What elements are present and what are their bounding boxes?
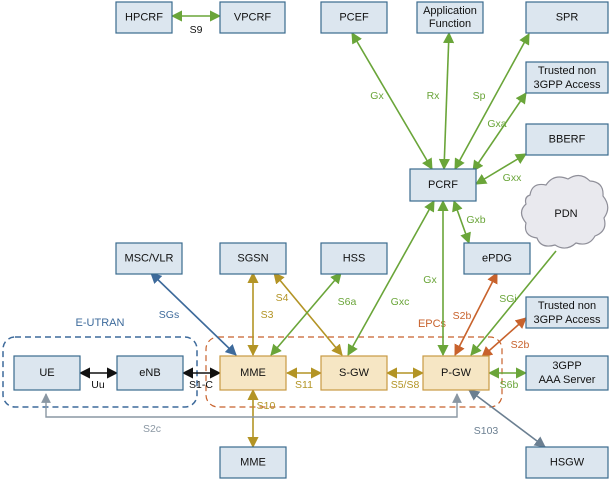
label-s4: S4	[276, 292, 289, 304]
label-gxc: Gxc	[391, 296, 410, 308]
label-gx-pcef: Gx	[370, 90, 384, 102]
node-spr-label: SPR	[556, 11, 579, 23]
node-mme-peer-label: MME	[240, 456, 266, 468]
label-s6a: S6a	[338, 296, 357, 308]
node-pcef: PCEF	[320, 1, 388, 34]
node-trusted-non3gpp-top: Trusted non 3GPP Access	[525, 61, 609, 94]
node-pgw: P-GW	[422, 355, 490, 391]
label-s5s8: S5/S8	[391, 379, 420, 391]
edge-s2b-epdg	[454, 272, 498, 356]
node-application-function-line2: Function	[429, 18, 471, 30]
label-s103: S103	[474, 425, 499, 437]
edge-rx	[438, 31, 455, 171]
node-epdg-label: ePDG	[482, 252, 512, 264]
node-pcrf: PCRF	[409, 168, 477, 202]
pdn-cloud: PDN	[520, 174, 609, 249]
label-s9: S9	[190, 24, 203, 36]
node-hpcrf: HPCRF	[115, 1, 173, 34]
interface-labels: S9 Gx Rx Sp Gxa Gxx Gxb Gx Gxc SGs S3 S4…	[91, 24, 529, 437]
label-s1c: S1-C	[189, 379, 213, 391]
label-gx-pgw: Gx	[423, 274, 437, 286]
pdn-cloud-label: PDN	[554, 208, 577, 220]
edge-gxc	[347, 200, 435, 356]
edge-gx-pcef	[351, 32, 433, 170]
label-s11: S11	[295, 379, 313, 391]
label-gxb: Gxb	[466, 214, 485, 226]
node-trusted-non3gpp-top-line2: 3GPP Access	[533, 79, 601, 91]
node-msc-vlr: MSC/VLR	[115, 242, 183, 275]
node-sgw: S-GW	[320, 355, 388, 391]
label-sgs: SGs	[159, 309, 179, 321]
interface-lines	[41, 10, 557, 449]
node-hpcrf-label: HPCRF	[125, 11, 163, 23]
label-sp: Sp	[473, 90, 486, 102]
edge-s4	[273, 272, 343, 356]
edge-sp	[454, 33, 530, 170]
node-mme-label: MME	[240, 367, 266, 379]
label-s3: S3	[261, 309, 274, 321]
node-bberf: BBERF	[525, 123, 609, 156]
node-application-function-line1: Application	[423, 5, 477, 17]
node-3gpp-aaa-server-line1: 3GPP	[552, 360, 581, 372]
node-mme-peer: MME	[219, 446, 287, 479]
edge-gxb	[452, 199, 471, 245]
node-enb: eNB	[116, 355, 184, 391]
edge-sgs	[150, 272, 237, 356]
node-3gpp-aaa-server: 3GPP AAA Server	[525, 355, 609, 391]
node-epdg: ePDG	[463, 242, 531, 275]
label-gxx: Gxx	[503, 172, 522, 184]
label-s2b-epdg: S2b	[453, 310, 472, 322]
node-bberf-label: BBERF	[549, 133, 586, 145]
eutran-region-label: E-UTRAN	[76, 317, 125, 329]
node-ue-label: UE	[39, 367, 54, 379]
edge-s6a	[270, 272, 342, 356]
label-s2b-trusted: S2b	[511, 339, 530, 351]
node-enb-label: eNB	[139, 367, 160, 379]
node-pcef-label: PCEF	[339, 11, 369, 23]
label-s2c: S2c	[143, 423, 161, 435]
node-ue: UE	[13, 355, 81, 391]
node-sgw-label: S-GW	[339, 367, 370, 379]
node-trusted-non3gpp-bottom: Trusted non 3GPP Access	[525, 296, 609, 329]
node-trusted-non3gpp-top-line1: Trusted non	[538, 65, 596, 77]
node-vpcrf-label: VPCRF	[234, 11, 272, 23]
label-uu: Uu	[91, 379, 105, 391]
node-hsgw: HSGW	[525, 446, 609, 479]
label-sgi: SGi	[499, 293, 517, 305]
node-hss-label: HSS	[343, 252, 366, 264]
node-msc-vlr-label: MSC/VLR	[125, 252, 174, 264]
node-3gpp-aaa-server-line2: AAA Server	[539, 374, 596, 386]
label-s6b: S6b	[500, 379, 519, 391]
label-s10: S10	[257, 400, 276, 412]
node-pcrf-label: PCRF	[428, 179, 458, 191]
node-vpcrf: VPCRF	[219, 1, 286, 34]
edge-s2b-trusted	[481, 317, 527, 358]
node-hss: HSS	[320, 242, 388, 275]
edge-s2c	[41, 393, 462, 418]
node-spr: SPR	[525, 1, 609, 34]
node-application-function: Application Function	[416, 1, 484, 34]
label-gxa: Gxa	[487, 118, 506, 130]
node-trusted-non3gpp-bottom-line1: Trusted non	[538, 300, 596, 312]
edge-gxx	[475, 153, 527, 185]
node-hsgw-label: HSGW	[550, 456, 585, 468]
node-sgsn-label: SGSN	[237, 252, 268, 264]
node-sgsn: SGSN	[219, 242, 287, 275]
node-trusted-non3gpp-bottom-line2: 3GPP Access	[533, 314, 601, 326]
label-rx: Rx	[427, 90, 441, 102]
node-mme: MME	[219, 355, 287, 391]
edge-s103	[468, 389, 546, 448]
node-pgw-label: P-GW	[441, 367, 472, 379]
